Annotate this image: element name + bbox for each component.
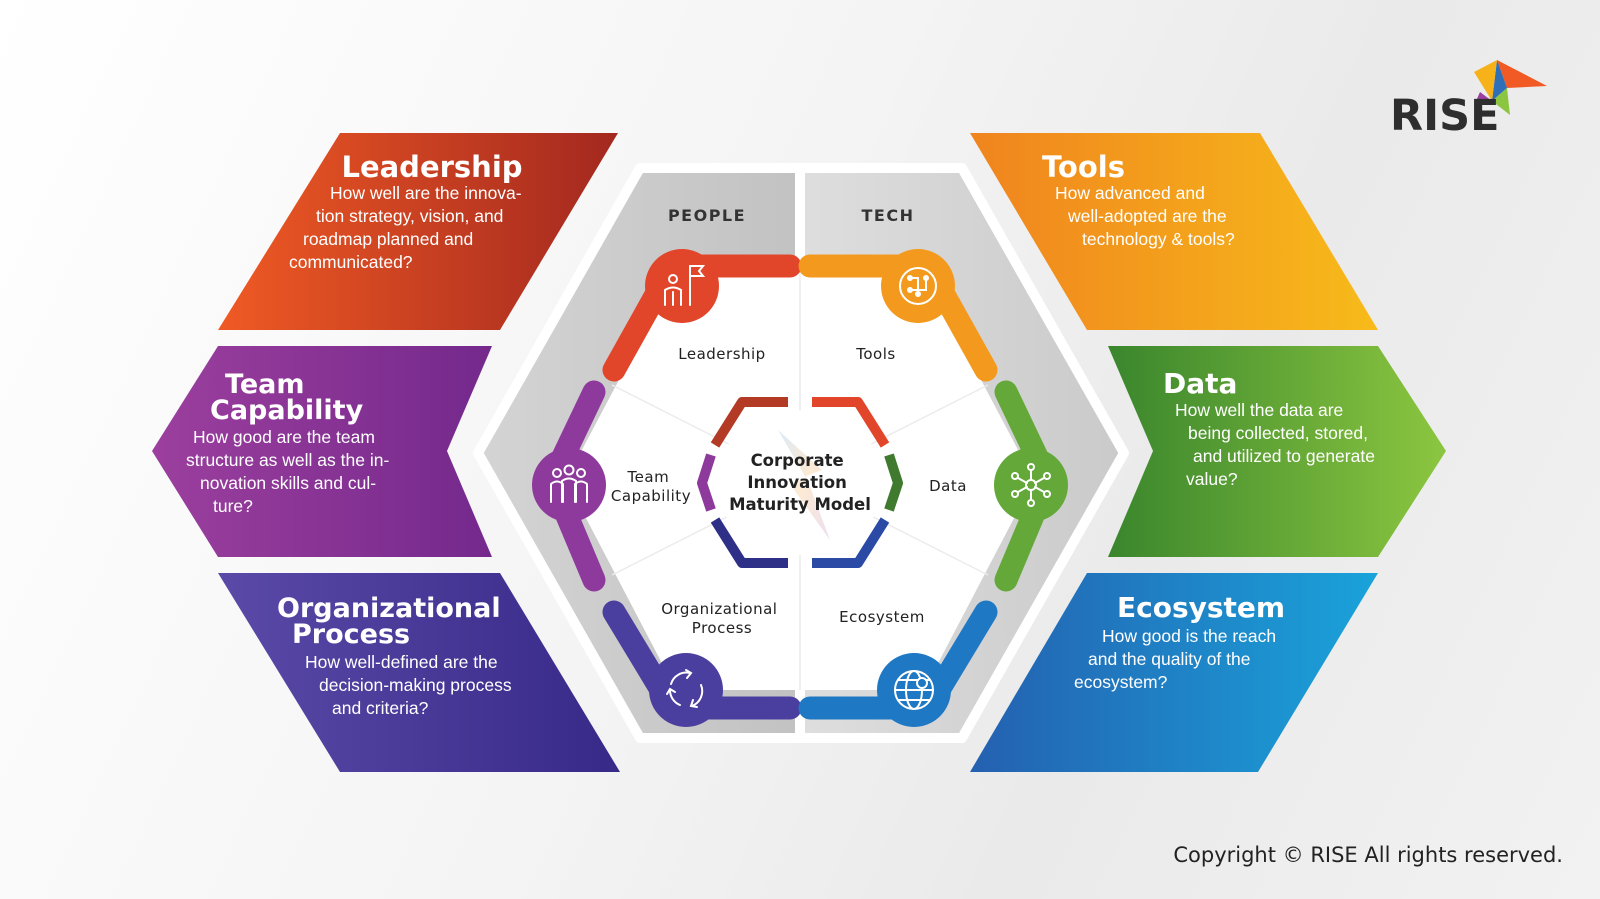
inner-label-team: Team Capability — [611, 468, 691, 505]
panel-leadership-title: Leadership — [341, 150, 522, 184]
inner-label-ecosystem: Ecosystem — [839, 608, 925, 626]
tech-header: TECH — [862, 206, 915, 225]
panel-team-title: Team Capability — [210, 369, 364, 426]
inner-label-leadership: Leadership — [678, 345, 765, 363]
people-header: PEOPLE — [668, 206, 746, 225]
inner-label-data: Data — [929, 477, 967, 495]
rise-logo: RISE — [1390, 60, 1547, 141]
globe-people-icon — [877, 653, 951, 727]
panel-org-desc: How well-defined are the decision-making… — [305, 652, 516, 718]
team-group-icon — [532, 448, 606, 522]
panel-leadership: Leadership How well are the innova- tion… — [218, 133, 618, 330]
panel-org-title: Organizational Process — [277, 593, 510, 650]
rise-logo-mark — [1474, 60, 1547, 115]
inner-label-tools: Tools — [855, 345, 895, 363]
panel-ecosystem: Ecosystem How good is the reach and the … — [970, 573, 1378, 772]
panel-leadership-desc: How well are the innova- tion strategy, … — [289, 183, 527, 272]
panel-data-title: Data — [1163, 367, 1237, 400]
network-nodes-icon — [994, 448, 1068, 522]
rise-logo-text: RISE — [1390, 91, 1499, 141]
process-cycle-icon — [649, 653, 723, 727]
panel-tools: Tools How advanced and well-adopted are … — [970, 133, 1378, 330]
center-title: Corporate Innovation Maturity Model — [729, 451, 871, 514]
leader-flag-icon — [645, 249, 719, 323]
inner-label-org: Organizational Process — [661, 600, 783, 637]
panel-team-capability: Team Capability How good are the team st… — [152, 346, 492, 557]
panel-data-desc: How well the data are being collected, s… — [1175, 400, 1380, 489]
panel-organizational-process: Organizational Process How well-defined … — [218, 573, 620, 772]
panel-ecosystem-title: Ecosystem — [1117, 591, 1285, 624]
copyright-text: Copyright © RISE All rights reserved. — [1173, 843, 1563, 867]
panel-team-desc: How good are the team structure as well … — [186, 427, 394, 516]
panel-tools-desc: How advanced and well-adopted are the te… — [1055, 183, 1235, 249]
center-hexagon — [697, 397, 903, 568]
panel-data: Data How well the data are being collect… — [1108, 346, 1446, 557]
panel-ecosystem-desc: How good is the reach and the quality of… — [1074, 626, 1281, 692]
panel-tools-title: Tools — [1042, 150, 1125, 184]
circuit-chip-icon — [881, 249, 955, 323]
